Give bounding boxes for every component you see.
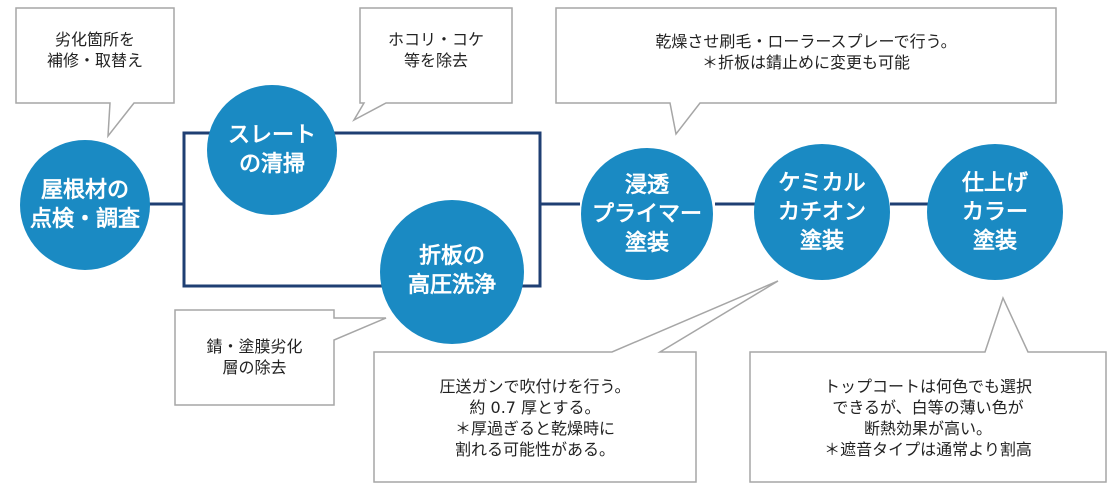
node-inspection-line-1: 屋根材の	[40, 178, 129, 203]
note-finish-line-4: ＊遮音タイプは通常より割高	[824, 440, 1032, 459]
node-primer-line-2: プライマー	[591, 201, 702, 227]
node-primer-label: 浸透 プライマー 塗装	[582, 170, 712, 258]
connector-lines	[145, 131, 933, 288]
note-finish-line-2: できるが、白等の薄い色が	[832, 398, 1024, 417]
node-folded-plate-washing-line-2: 高圧洗浄	[407, 273, 496, 298]
callout-inspection	[15, 7, 175, 139]
node-primer-line-1: 浸透	[624, 172, 669, 198]
note-inspection-line-2: 補修・取替え	[46, 51, 143, 70]
note-cation-line-4: 割れる可能性がある。	[454, 440, 615, 459]
node-cation-label: ケミカル カチオン 塗装	[757, 168, 887, 256]
node-folded-plate-washing-line-1: 折板の	[418, 244, 485, 269]
node-slate-cleaning-line-1: スレート	[227, 123, 316, 148]
note-folded: 錆・塗膜劣化 層の除去	[175, 327, 334, 387]
note-finish: トップコートは何色でも選択 できるが、白等の薄い色が 断熱効果が高い。 ＊遮音タ…	[750, 368, 1106, 468]
node-folded-plate-washing-label: 折板の 高圧洗浄	[382, 241, 522, 301]
connector-branch-loop	[182, 131, 542, 288]
callout-finish	[749, 295, 1107, 483]
note-slate-line-1: ホコリ・コケ	[387, 30, 484, 49]
callout-slate	[352, 7, 513, 122]
node-finish-label: 仕上げ カラー 塗装	[930, 168, 1060, 256]
node-inspection-line-2: 点検・調査	[29, 207, 140, 232]
note-inspection: 劣化箇所を 補修・取替え	[16, 20, 174, 80]
note-slate-line-2: 等を除去	[403, 51, 468, 70]
node-finish-line-1: 仕上げ	[961, 170, 1028, 196]
node-finish-line-2: カラー	[961, 199, 1028, 225]
note-folded-line-2: 層の除去	[222, 358, 287, 377]
process-circles	[20, 85, 1063, 344]
callout-cation	[373, 280, 779, 483]
node-finish-circle	[927, 144, 1063, 280]
node-finish-line-3: 塗装	[972, 228, 1017, 254]
note-primer-line-1: 乾燥させ刷毛・ローラースプレーで行う。	[655, 32, 957, 51]
note-cation: 圧送ガンで吹付けを行う。 約 0.7 厚とする。 ＊厚過ぎると乾燥時に 割れる可…	[374, 368, 696, 468]
node-cation-line-3: 塗装	[799, 228, 844, 254]
note-slate: ホコリ・コケ 等を除去	[360, 20, 512, 80]
note-primer-line-2: ＊折板は錆止めに変更も可能	[701, 53, 910, 72]
note-finish-line-1: トップコートは何色でも選択	[823, 377, 1032, 396]
note-cation-line-2: 約 0.7 厚とする。	[469, 398, 601, 417]
node-cation-line-1: ケミカル	[778, 170, 866, 196]
note-cation-line-3: ＊厚過ぎると乾燥時に	[454, 419, 615, 438]
node-slate-cleaning-circle	[207, 85, 337, 215]
note-finish-line-3: 断熱効果が高い。	[863, 419, 992, 438]
node-inspection-circle	[20, 140, 150, 270]
node-slate-cleaning-line-2: の清掃	[238, 152, 305, 177]
callout-primer	[555, 7, 1057, 136]
node-primer-line-3: 塗装	[624, 230, 669, 256]
note-inspection-line-1: 劣化箇所を	[54, 30, 135, 49]
node-slate-cleaning-label: スレート の清掃	[207, 120, 337, 180]
node-inspection-label: 屋根材の 点検・調査	[20, 175, 150, 235]
note-folded-line-1: 錆・塗膜劣化	[206, 337, 303, 356]
node-primer-circle	[581, 148, 713, 280]
node-cation-circle	[754, 144, 890, 280]
callouts	[15, 7, 1107, 483]
note-cation-line-1: 圧送ガンで吹付けを行う。	[439, 377, 631, 396]
node-cation-line-2: カチオン	[777, 199, 866, 225]
note-primer: 乾燥させ刷毛・ローラースプレーで行う。 ＊折板は錆止めに変更も可能	[556, 24, 1056, 80]
node-folded-plate-washing-circle	[380, 200, 524, 344]
callout-folded	[174, 309, 387, 406]
